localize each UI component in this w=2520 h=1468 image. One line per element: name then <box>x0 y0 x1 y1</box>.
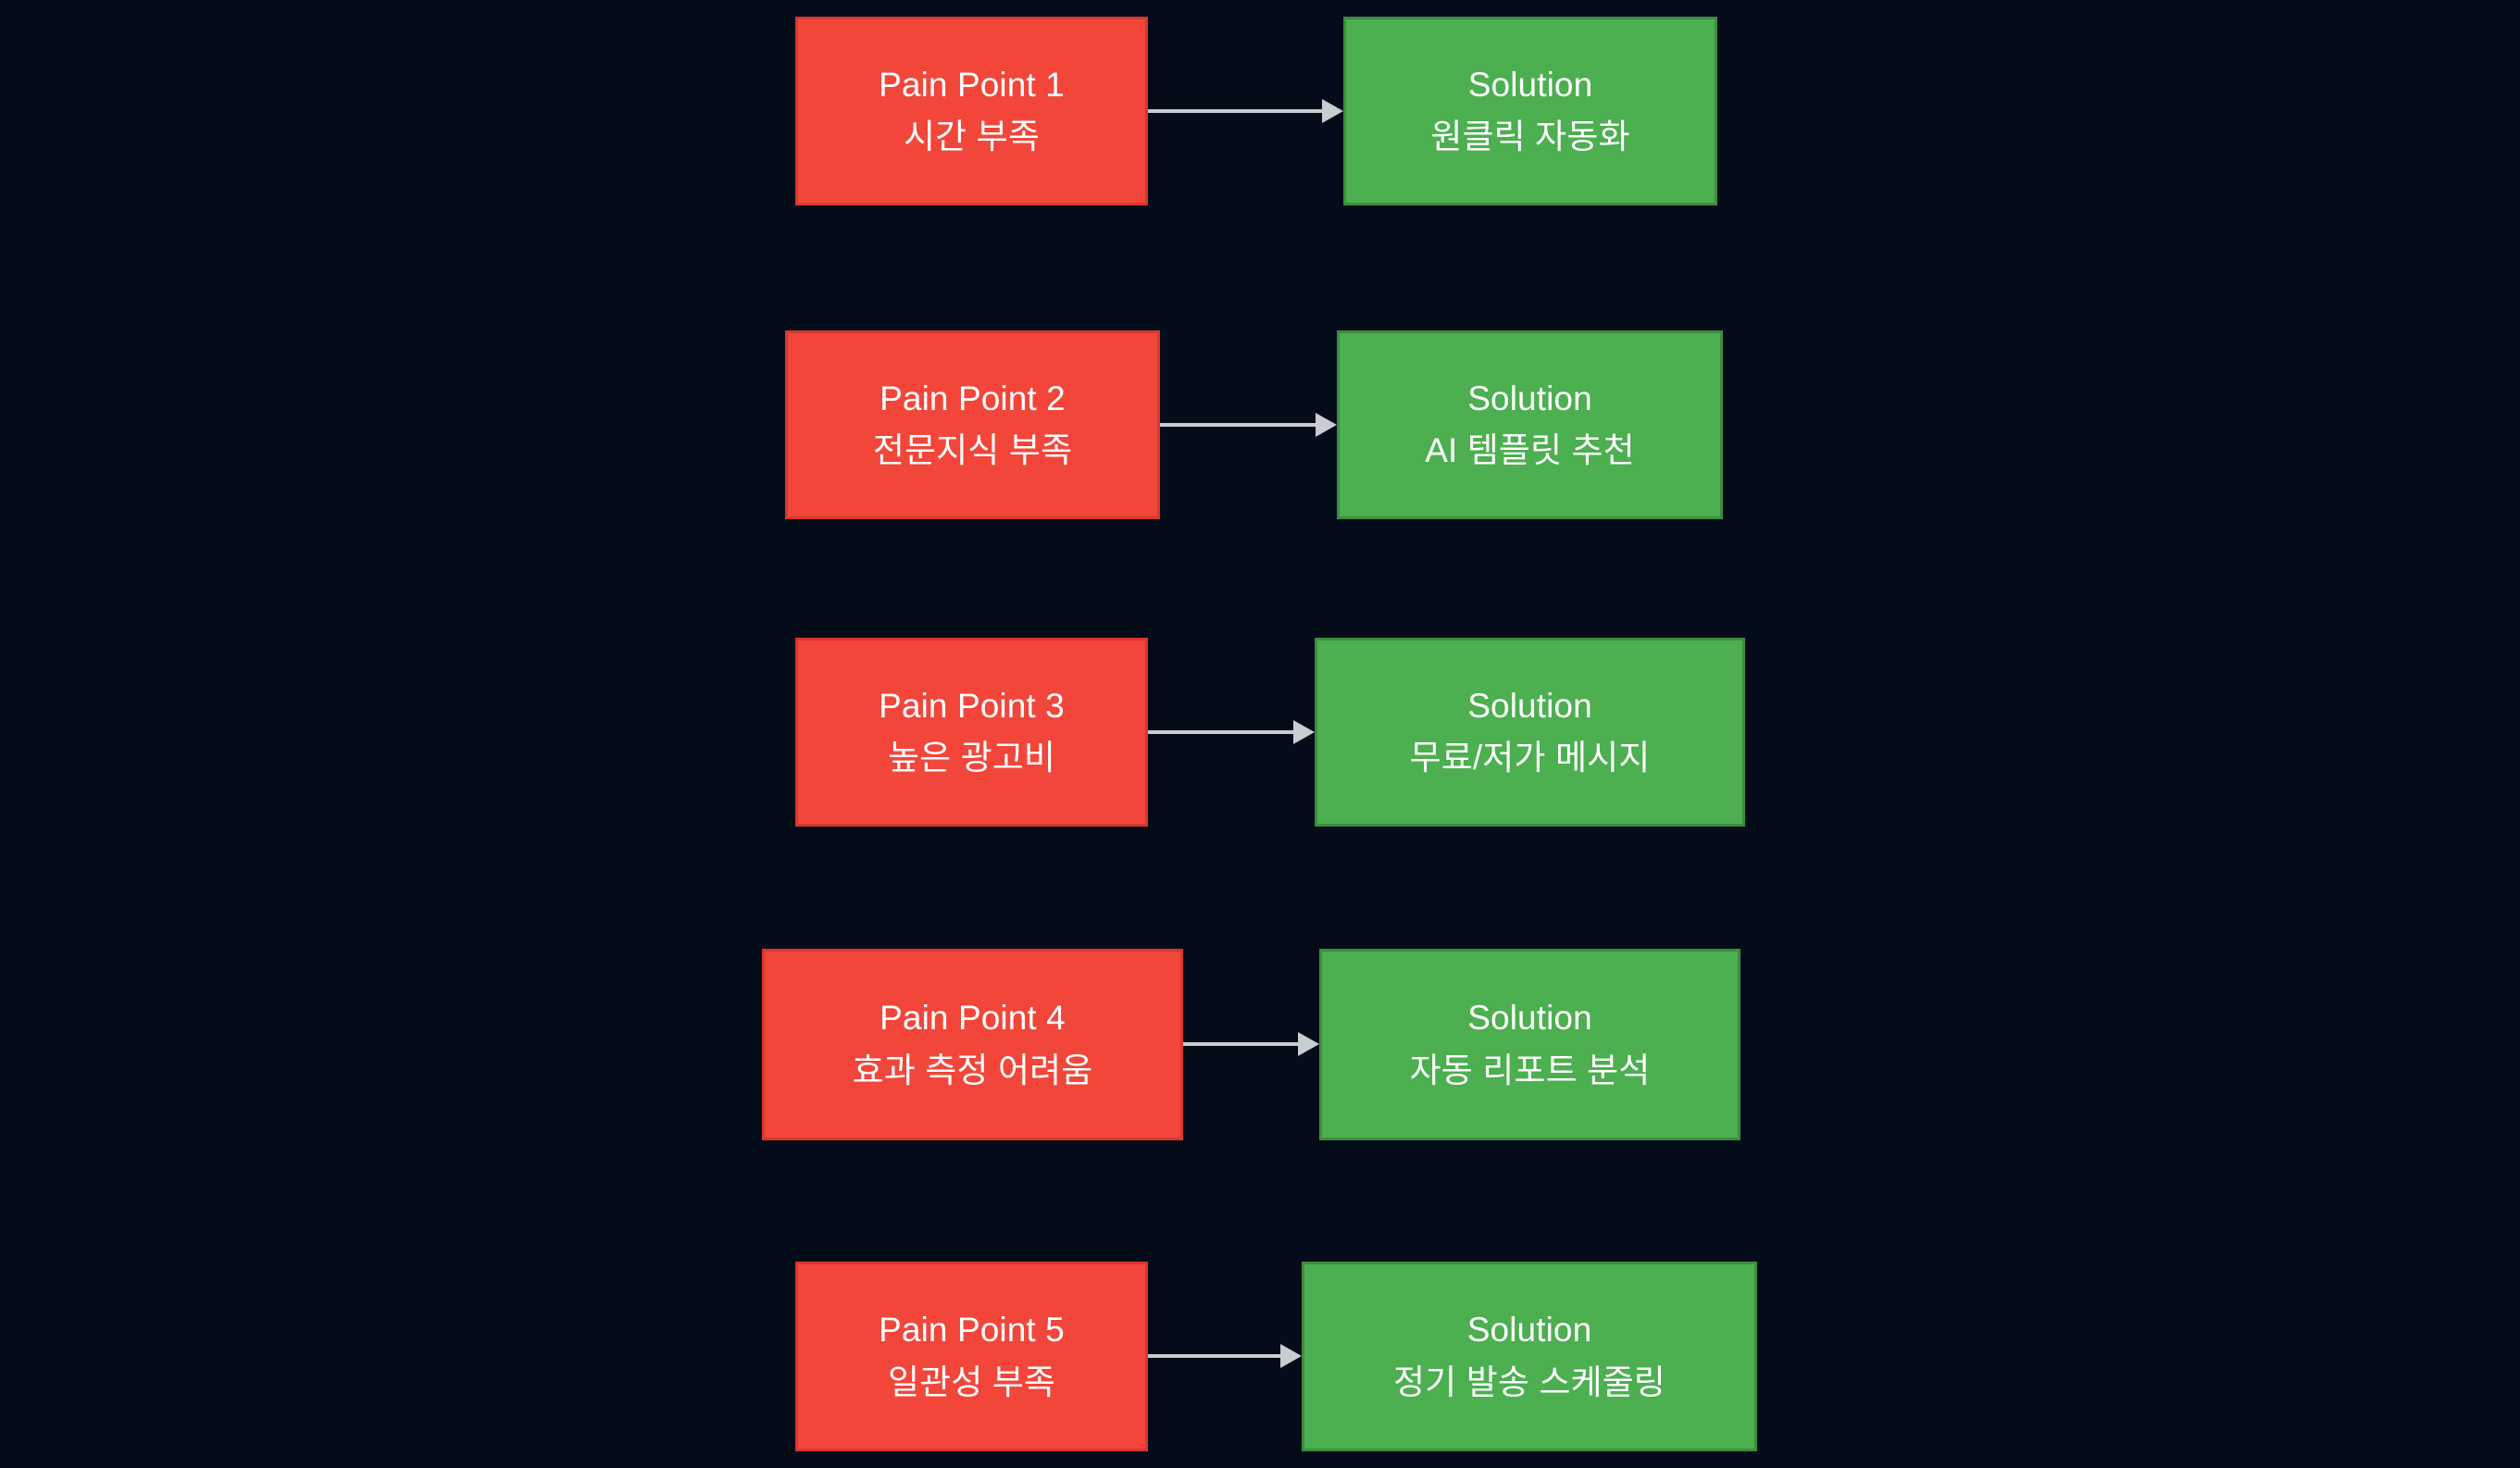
pain-point-detail: 효과 측정 어려움 <box>852 1051 1093 1089</box>
pain-point-detail: 일관성 부족 <box>887 1362 1056 1401</box>
flow-arrow <box>1148 714 1315 751</box>
pain-point-node[interactable]: Pain Point 4 효과 측정 어려움 <box>762 949 1183 1140</box>
pain-point-title: Pain Point 5 <box>879 1311 1065 1350</box>
pain-point-title: Pain Point 4 <box>880 999 1066 1038</box>
arrow-icon <box>1160 413 1337 437</box>
solution-node[interactable]: Solution 정기 발송 스케줄링 <box>1302 1262 1757 1451</box>
arrow-icon <box>1148 99 1343 123</box>
solution-title: Solution <box>1466 1311 1592 1350</box>
solution-detail: 자동 리포트 분석 <box>1409 1051 1651 1089</box>
solution-detail: 원클릭 자동화 <box>1430 118 1630 156</box>
solution-detail: 무료/저가 메시지 <box>1409 739 1651 777</box>
pain-point-title: Pain Point 3 <box>879 686 1065 725</box>
flow-arrow <box>1183 1026 1319 1063</box>
solution-node[interactable]: Solution 자동 리포트 분석 <box>1319 949 1740 1140</box>
solution-title: Solution <box>1467 65 1593 104</box>
pain-point-node[interactable]: Pain Point 2 전문지식 부족 <box>785 330 1160 519</box>
solution-detail: AI 템플릿 추천 <box>1425 431 1635 469</box>
pain-point-detail: 시간 부족 <box>904 118 1040 156</box>
solution-node[interactable]: Solution 원클릭 자동화 <box>1343 17 1717 205</box>
flow-arrow <box>1148 1337 1302 1375</box>
arrow-icon <box>1148 720 1315 744</box>
pain-point-node[interactable]: Pain Point 5 일관성 부족 <box>795 1262 1148 1451</box>
arrow-icon <box>1183 1032 1319 1056</box>
flow-arrow <box>1148 93 1343 130</box>
solution-title: Solution <box>1467 999 1592 1038</box>
pain-point-node[interactable]: Pain Point 1 시간 부족 <box>795 17 1148 205</box>
solution-detail: 정기 발송 스케줄링 <box>1393 1362 1665 1401</box>
pain-point-detail: 전문지식 부족 <box>872 431 1073 469</box>
pain-point-title: Pain Point 2 <box>880 379 1066 417</box>
arrow-icon <box>1148 1344 1302 1368</box>
solution-node[interactable]: Solution AI 템플릿 추천 <box>1337 330 1723 519</box>
pain-point-detail: 높은 광고비 <box>887 739 1056 777</box>
solution-title: Solution <box>1467 379 1592 417</box>
solution-node[interactable]: Solution 무료/저가 메시지 <box>1315 638 1745 827</box>
pain-point-node[interactable]: Pain Point 3 높은 광고비 <box>795 638 1148 827</box>
pain-point-title: Pain Point 1 <box>879 65 1065 104</box>
flow-arrow <box>1160 406 1337 443</box>
solution-title: Solution <box>1467 686 1592 725</box>
